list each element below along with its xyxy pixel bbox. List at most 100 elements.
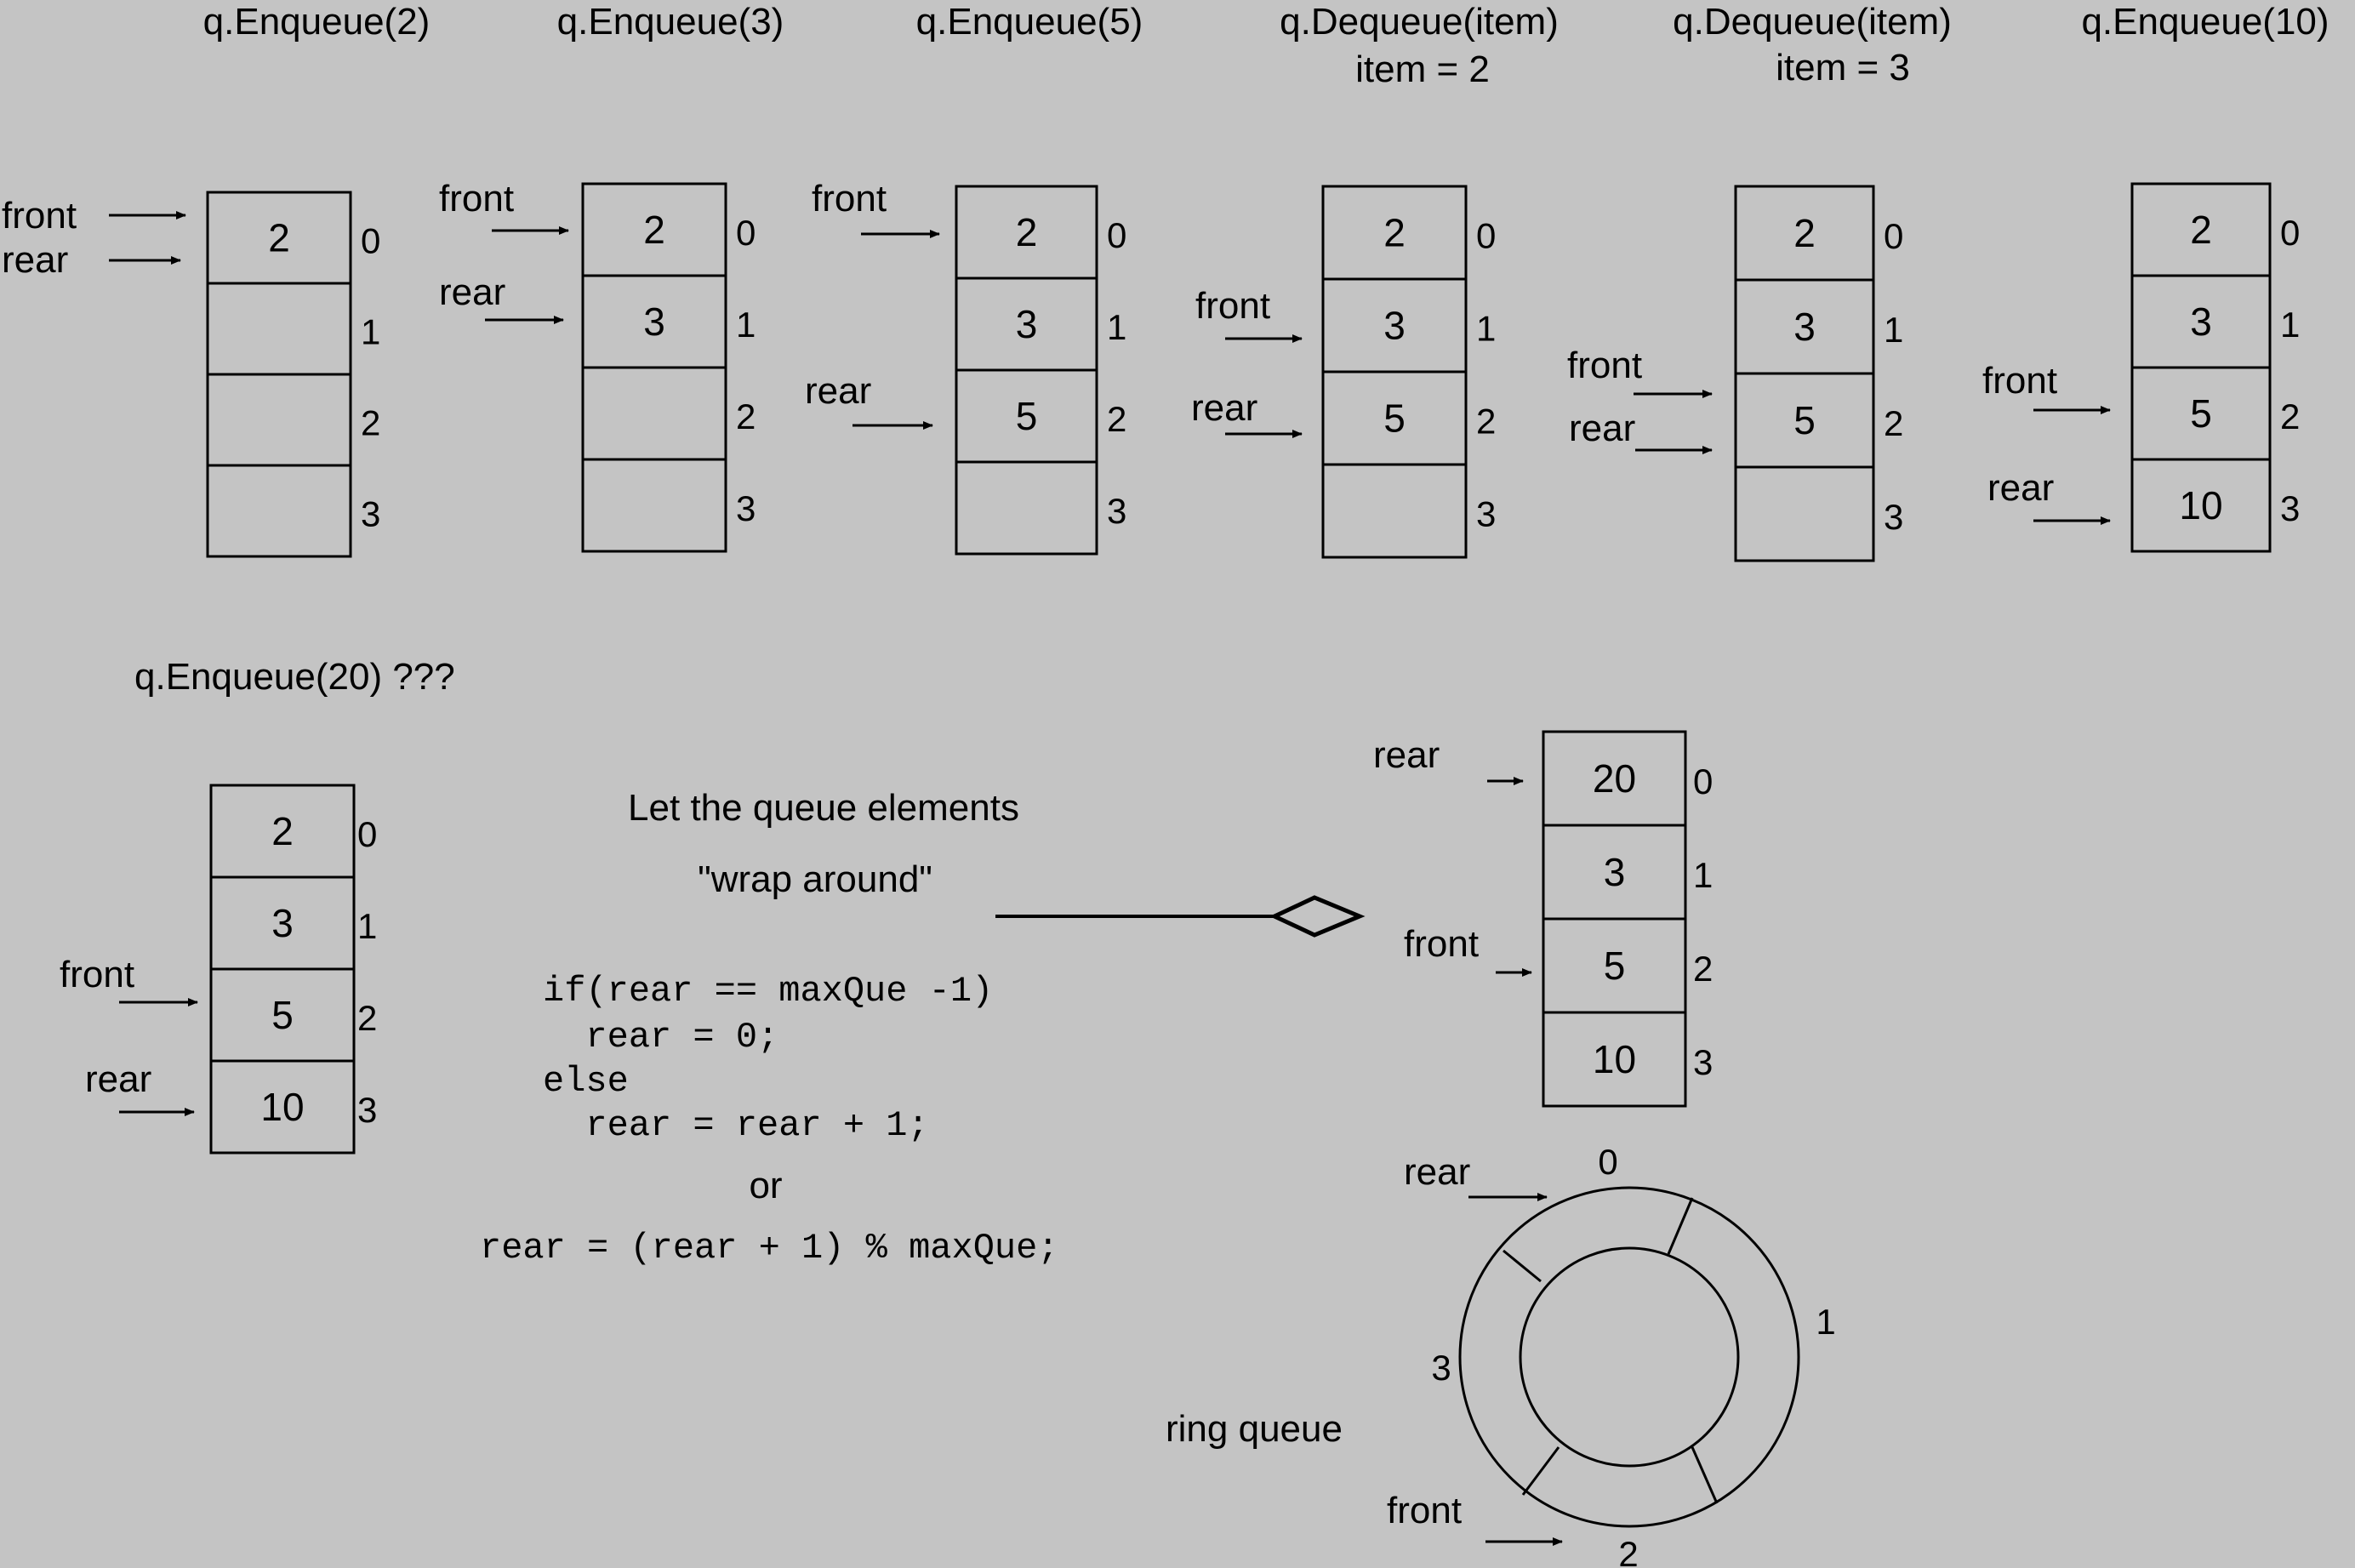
- bottom-caption: q.Enqueue(20) ???: [134, 656, 455, 698]
- ring-index-0: 0: [1598, 1142, 1617, 1182]
- front-label: front: [1195, 285, 1270, 327]
- wrap-around-subheading: "wrap around": [698, 858, 932, 900]
- front-label: front: [2, 195, 77, 237]
- queue-1-index: 1: [361, 312, 380, 352]
- ring-rear-label: rear: [1404, 1151, 1470, 1193]
- queue-4-index: 3: [1476, 494, 1496, 534]
- front-label: front: [439, 178, 514, 220]
- front-label: front: [812, 178, 887, 220]
- queue-5-cell-value: 3: [1793, 305, 1816, 349]
- queue-4-cell: [1321, 463, 1468, 559]
- front-label: front: [1982, 360, 2057, 402]
- queue-3-index: 2: [1107, 399, 1126, 439]
- code-line: rear = rear + 1;: [543, 1105, 929, 1146]
- item-note: item = 2: [1355, 48, 1490, 90]
- ring-divider: [1691, 1446, 1719, 1504]
- rear-label: rear: [439, 271, 505, 313]
- queue-2-index: 2: [736, 396, 756, 436]
- queue-2-index: 3: [736, 488, 756, 528]
- ring-inner-circle: [1519, 1246, 1740, 1468]
- ring-divider: [1667, 1197, 1694, 1255]
- code-line: else: [543, 1061, 629, 1102]
- queue-4-cell-value: 3: [1383, 304, 1406, 348]
- queue-6-cell-value: 10: [2179, 483, 2222, 527]
- rear-label: rear: [1569, 408, 1635, 449]
- queue-2-cell-value: 2: [643, 208, 665, 252]
- ring-front-label: front: [1387, 1490, 1462, 1531]
- queue-6-index: 3: [2280, 488, 2300, 528]
- bottom-queue-index: 1: [357, 906, 377, 946]
- transition-arrow-head: [1269, 895, 1366, 938]
- operation-caption: q.Dequeue(item): [1673, 1, 1952, 43]
- queue-2-index: 1: [736, 305, 756, 345]
- result-queue-cell-value: 10: [1593, 1037, 1636, 1081]
- queue-5-cell-value: 2: [1793, 211, 1816, 255]
- queue-4-index: 1: [1476, 309, 1496, 349]
- ring-queue: [1458, 1186, 1800, 1528]
- queue-1-cell-value: 2: [268, 216, 290, 260]
- ring-queue-label: ring queue: [1166, 1408, 1343, 1450]
- queue-2-cell-value: 3: [643, 299, 665, 344]
- front-label: front: [1404, 923, 1479, 965]
- bottom-queue-cell-value: 3: [271, 901, 294, 945]
- ring-divider: [1503, 1249, 1542, 1283]
- queue-1-cell: [206, 373, 352, 467]
- bottom-queue-cell-value: 10: [260, 1085, 304, 1129]
- queue-6-index: 0: [2280, 213, 2300, 253]
- front-label: front: [1567, 345, 1642, 386]
- code-alternative: rear = (rear + 1) % maxQue;: [480, 1228, 1059, 1269]
- queue-6-index: 1: [2280, 305, 2300, 345]
- operation-caption: q.Enqueue(3): [557, 1, 784, 43]
- queue-6-cell-value: 5: [2190, 391, 2212, 436]
- result-queue-cell-value: 5: [1604, 944, 1626, 988]
- ring-index-2: 2: [1618, 1534, 1638, 1568]
- queue-4-cell-value: 2: [1383, 211, 1406, 255]
- queue-6-index: 2: [2280, 396, 2300, 436]
- queue-5-index: 2: [1884, 403, 1903, 443]
- result-queue-index: 1: [1693, 855, 1713, 895]
- result-queue-index: 2: [1693, 949, 1713, 989]
- queue-4-cell-value: 5: [1383, 396, 1406, 441]
- queue-2-cell: [581, 366, 727, 461]
- queue-5-cell-value: 5: [1793, 398, 1816, 442]
- result-queue-index: 3: [1693, 1042, 1713, 1082]
- rear-label: rear: [2, 239, 68, 281]
- queue-5-index: 3: [1884, 497, 1903, 537]
- bottom-queue-index: 2: [357, 998, 377, 1038]
- queue-2-index: 0: [736, 213, 756, 253]
- result-queue-cell: [1542, 1011, 1687, 1108]
- queue-3-cell: [955, 460, 1098, 556]
- queue-3-cell-value: 5: [1016, 394, 1038, 438]
- queue-6-cell: [2130, 458, 2272, 553]
- rear-label: rear: [805, 370, 871, 412]
- front-label: front: [60, 954, 134, 995]
- rear-label: rear: [1191, 387, 1257, 429]
- code-line: rear = 0;: [543, 1017, 778, 1058]
- queue-4-index: 2: [1476, 402, 1496, 442]
- bottom-queue-cell: [209, 1059, 356, 1155]
- item-note: item = 3: [1776, 47, 1910, 88]
- queue-5-index: 1: [1884, 310, 1903, 350]
- queue-1-cell: [206, 282, 352, 376]
- pointer-arrows: [109, 211, 2111, 1546]
- ring-outer-circle: [1458, 1186, 1800, 1528]
- queue-2-cell: [581, 458, 727, 553]
- queue-3-index: 3: [1107, 491, 1126, 531]
- queue-3-index: 0: [1107, 215, 1126, 255]
- queue-1-index: 3: [361, 494, 380, 534]
- queue-6-cell-value: 3: [2190, 299, 2212, 344]
- queue-3-cell-value: 2: [1016, 210, 1038, 254]
- or-label: or: [749, 1165, 782, 1206]
- queue-4-index: 0: [1476, 216, 1496, 256]
- wrap-around-heading: Let the queue elements: [628, 787, 1019, 829]
- rear-label: rear: [1987, 467, 2054, 509]
- operation-caption: q.Dequeue(item): [1280, 1, 1559, 43]
- rear-label: rear: [85, 1058, 151, 1100]
- bottom-queue-index: 0: [357, 814, 377, 854]
- bottom-queue-index: 3: [357, 1090, 377, 1130]
- bottom-queue-cell-value: 2: [271, 809, 294, 853]
- queue-3-index: 1: [1107, 307, 1126, 347]
- code-line: if(rear == maxQue -1): [543, 971, 993, 1012]
